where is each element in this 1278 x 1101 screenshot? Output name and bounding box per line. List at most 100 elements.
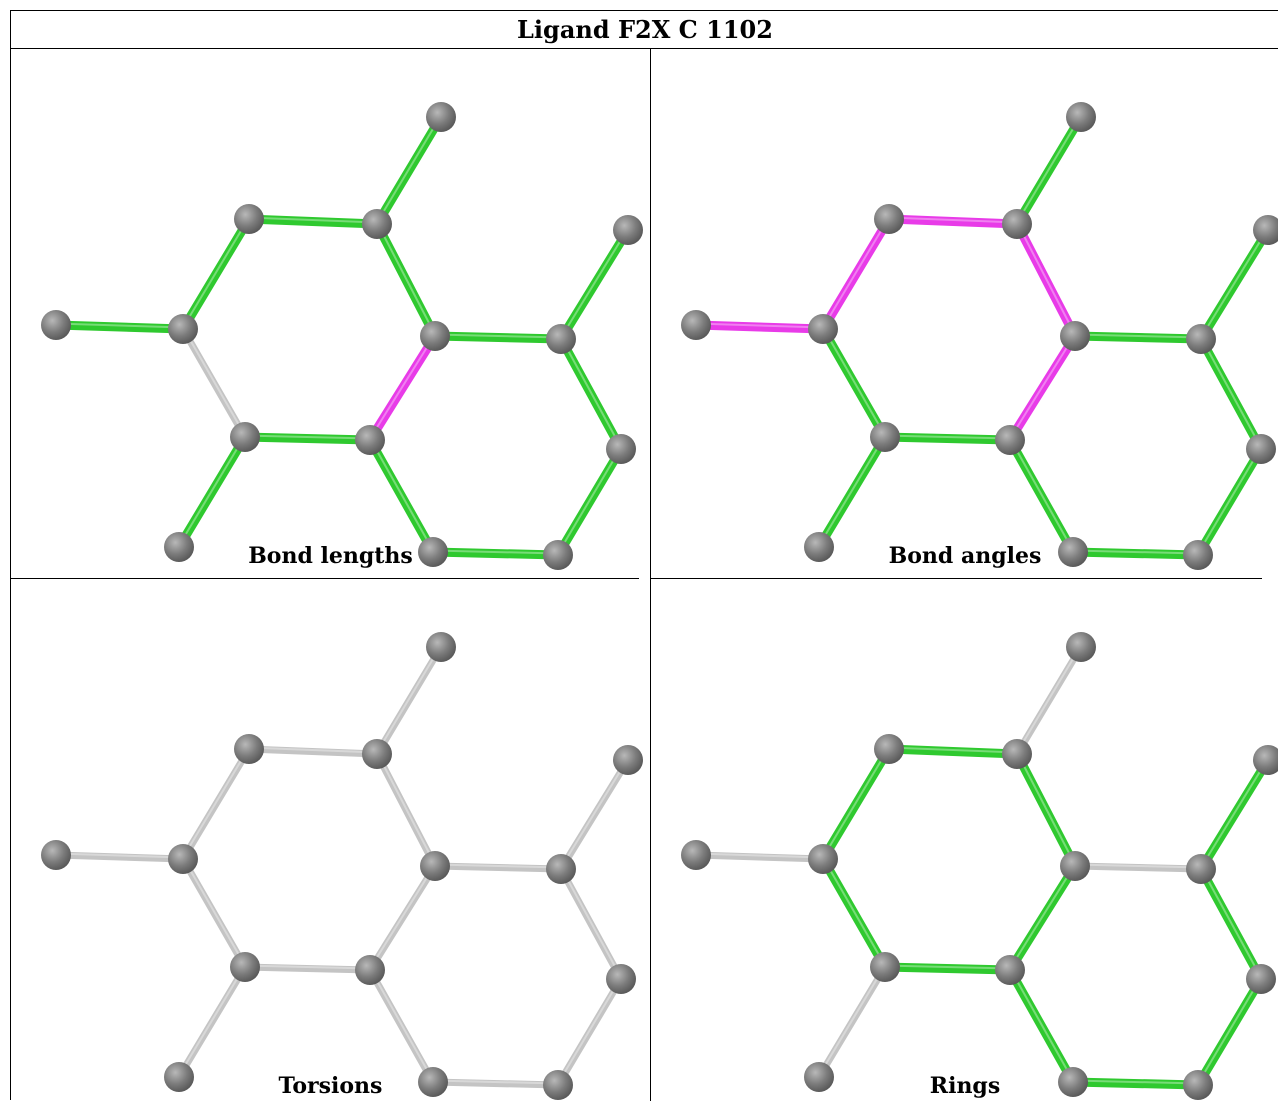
bond-highlight <box>822 746 890 859</box>
bond-highlight <box>244 434 371 440</box>
bond-highlight <box>557 446 622 555</box>
bond-highlight <box>695 322 824 329</box>
bond <box>556 334 626 454</box>
atom <box>546 854 576 884</box>
bond <box>554 975 625 1089</box>
bond-highlight <box>1016 114 1082 224</box>
vertical-divider <box>650 49 651 1101</box>
bond-highlight <box>55 852 184 859</box>
molecule-rings <box>681 632 1278 1100</box>
molecule-torsions <box>41 632 643 1100</box>
bond <box>1196 225 1273 344</box>
bond <box>818 324 890 442</box>
bond <box>179 745 253 863</box>
bond <box>553 444 626 560</box>
bond-highlight <box>695 852 824 859</box>
atom <box>870 952 900 982</box>
bond-highlight <box>1200 867 1262 978</box>
bond-highlight <box>182 746 250 859</box>
atom <box>543 1070 573 1100</box>
atom <box>168 844 198 874</box>
atom <box>1253 215 1278 245</box>
atom <box>1002 739 1032 769</box>
figure-title: Ligand F2X C 1102 <box>11 11 1278 49</box>
bond-highlight <box>1197 446 1262 555</box>
bond-highlight <box>1200 757 1269 869</box>
bond <box>1005 331 1080 445</box>
caption-bond-lengths: Bond lengths <box>248 543 413 569</box>
bond <box>52 851 187 863</box>
atom <box>808 844 838 874</box>
atom <box>1066 102 1096 132</box>
bond-highlight <box>1009 863 1076 970</box>
atom <box>234 734 264 764</box>
bond <box>372 112 446 229</box>
bond <box>366 862 439 974</box>
bond-highlight <box>178 964 246 1077</box>
atom <box>164 1062 194 1092</box>
bond <box>1005 861 1080 975</box>
atom <box>804 532 834 562</box>
bond-highlight <box>1074 863 1202 869</box>
bond-highlight <box>560 867 622 978</box>
atom <box>681 840 711 870</box>
bond-highlight <box>822 327 886 436</box>
bond <box>175 963 249 1081</box>
bond <box>1005 435 1078 557</box>
bond <box>884 744 1022 759</box>
atom <box>362 209 392 239</box>
atom <box>1058 1067 1088 1097</box>
bond-highlight <box>557 976 622 1085</box>
bond <box>815 963 889 1081</box>
bond-highlight <box>888 216 1018 224</box>
atom <box>1060 321 1090 351</box>
atom <box>804 1062 834 1092</box>
bond <box>244 214 382 229</box>
bond-highlight <box>376 752 436 865</box>
bond-highlight <box>888 746 1018 754</box>
bond-highlight <box>432 1079 559 1085</box>
bond <box>880 962 1015 975</box>
bond-highlight <box>1009 438 1074 551</box>
bond <box>818 854 890 972</box>
atom <box>426 102 456 132</box>
bond <box>1070 331 1206 344</box>
atom <box>613 215 643 245</box>
bond-highlight <box>1200 337 1262 448</box>
bond <box>884 214 1022 229</box>
caption-bond-angles: Bond angles <box>888 543 1042 569</box>
bond <box>178 214 254 334</box>
bond <box>179 855 249 971</box>
atom <box>808 314 838 344</box>
bond <box>1068 1077 1203 1090</box>
bond <box>240 432 375 445</box>
atom <box>420 321 450 351</box>
bond-highlight <box>248 746 378 754</box>
bond <box>880 432 1015 445</box>
atom <box>230 422 260 452</box>
bond-highlight <box>434 863 562 869</box>
bond <box>373 750 439 870</box>
bond <box>692 851 827 863</box>
bond-highlight <box>1009 968 1074 1081</box>
bond <box>1005 965 1078 1087</box>
bond <box>428 547 563 560</box>
bond-highlight <box>1197 976 1262 1085</box>
bond <box>556 225 633 344</box>
bond <box>1012 749 1080 871</box>
caption-rings: Rings <box>929 1073 1001 1099</box>
bond-highlight <box>818 434 886 547</box>
molecule-bond-lengths <box>41 102 643 570</box>
bond-highlight <box>369 968 434 1081</box>
atom <box>426 632 456 662</box>
bond <box>430 331 566 344</box>
atom <box>1253 745 1278 775</box>
bond <box>814 432 890 552</box>
bond-highlight <box>560 757 629 869</box>
bond <box>1196 755 1273 874</box>
bond <box>365 435 438 557</box>
horizontal-divider-right <box>651 578 1262 579</box>
bond-highlight <box>376 644 442 754</box>
atom <box>995 425 1025 455</box>
bond <box>1071 862 1205 873</box>
